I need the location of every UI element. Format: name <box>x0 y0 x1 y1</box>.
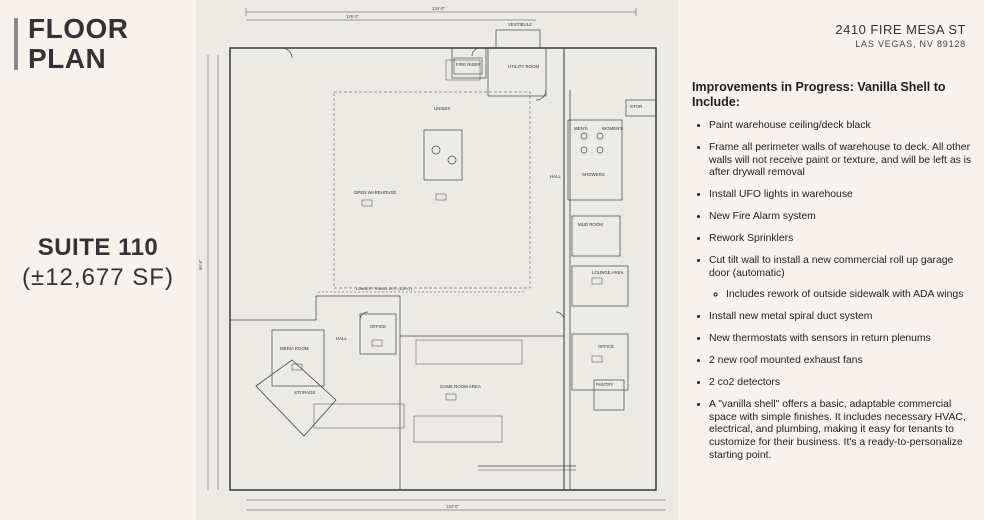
improvements-list: Paint warehouse ceiling/deck black Frame… <box>692 120 976 462</box>
room-utility: UTILITY ROOM <box>508 64 539 69</box>
room-stor: STOR <box>630 104 642 109</box>
room-mud: MUD ROOM <box>578 222 603 227</box>
floor-plan-drawing: 134'-0" 126'-0" 134'-0" 96'-0" <box>198 6 666 511</box>
room-office-2: OFFICE <box>598 344 614 349</box>
page-title: FLOOR PLAN <box>28 14 129 74</box>
improvement-item: Paint warehouse ceiling/deck black <box>709 120 976 133</box>
room-game: GAME ROOM AREA <box>440 384 481 389</box>
room-showers: SHOWERS <box>582 172 605 177</box>
room-office-1: OFFICE <box>370 324 386 329</box>
dim-left: 96'-0" <box>198 259 203 270</box>
travel-distance-note: LONGEST TRAVEL DIST. (125'-0") <box>356 287 412 291</box>
improvement-item-with-sub: Cut tilt wall to install a new commercia… <box>709 255 976 302</box>
floor-plan: 134'-0" 126'-0" 134'-0" 96'-0" <box>196 0 678 520</box>
room-unisex: UNISEX <box>434 106 450 111</box>
improvement-item: Install new metal spiral duct system <box>709 311 976 324</box>
improvement-item: 2 co2 detectors <box>709 377 976 390</box>
address-block: 2410 FIRE MESA ST LAS VEGAS, NV 89128 <box>835 22 966 49</box>
dim-top: 134'-0" <box>432 6 446 11</box>
improvement-item: A "vanilla shell" offers a basic, adapta… <box>709 399 976 462</box>
improvement-item: Install UFO lights in warehouse <box>709 189 976 202</box>
room-hall-2: HALL <box>336 336 348 341</box>
dim-bottom: 134'-0" <box>446 504 460 509</box>
improvement-item: Rework Sprinklers <box>709 233 976 246</box>
suite-name: SUITE 110 <box>37 234 159 261</box>
room-mens: MEN'S <box>574 126 588 131</box>
dim-top-inner: 126'-0" <box>346 14 360 19</box>
improvement-item: New thermostats with sensors in return p… <box>709 333 976 346</box>
room-womens: WOMEN'S <box>602 126 623 131</box>
improvement-item: New Fire Alarm system <box>709 211 976 224</box>
room-pantry: PANTRY <box>596 382 613 387</box>
improvement-item: Frame all perimeter walls of warehouse t… <box>709 142 976 180</box>
suite-info: SUITE 110 (±12,677 SF) <box>0 234 196 292</box>
suite-area: (±12,677 SF) <box>22 264 174 291</box>
room-lounge: LOUNGE AREA <box>592 270 624 275</box>
title-accent-bar <box>14 18 18 70</box>
improvements-section: Improvements in Progress: Vanilla Shell … <box>692 80 976 472</box>
address-city: LAS VEGAS, NV 89128 <box>855 39 966 49</box>
room-vestibule: VESTIBULE <box>508 22 532 27</box>
title-line-1: FLOOR <box>28 13 129 44</box>
room-storage: STORAGE <box>294 390 315 395</box>
improvement-sub-list: Includes rework of outside sidewalk with… <box>709 289 976 302</box>
room-open-warehouse: OPEN WAREHOUSE <box>354 190 396 195</box>
improvement-item-text: Cut tilt wall to install a new commercia… <box>709 255 954 279</box>
room-media: MEDIA ROOM <box>280 346 309 351</box>
title-line-2: PLAN <box>28 43 107 74</box>
room-fire-riser: FIRE RISER <box>456 62 481 67</box>
improvement-item: 2 new roof mounted exhaust fans <box>709 355 976 368</box>
room-hall-1: HALL <box>550 174 562 179</box>
address-street: 2410 FIRE MESA ST <box>835 22 966 37</box>
improvements-heading: Improvements in Progress: Vanilla Shell … <box>692 80 946 109</box>
improvement-sub-item: Includes rework of outside sidewalk with… <box>726 289 976 302</box>
